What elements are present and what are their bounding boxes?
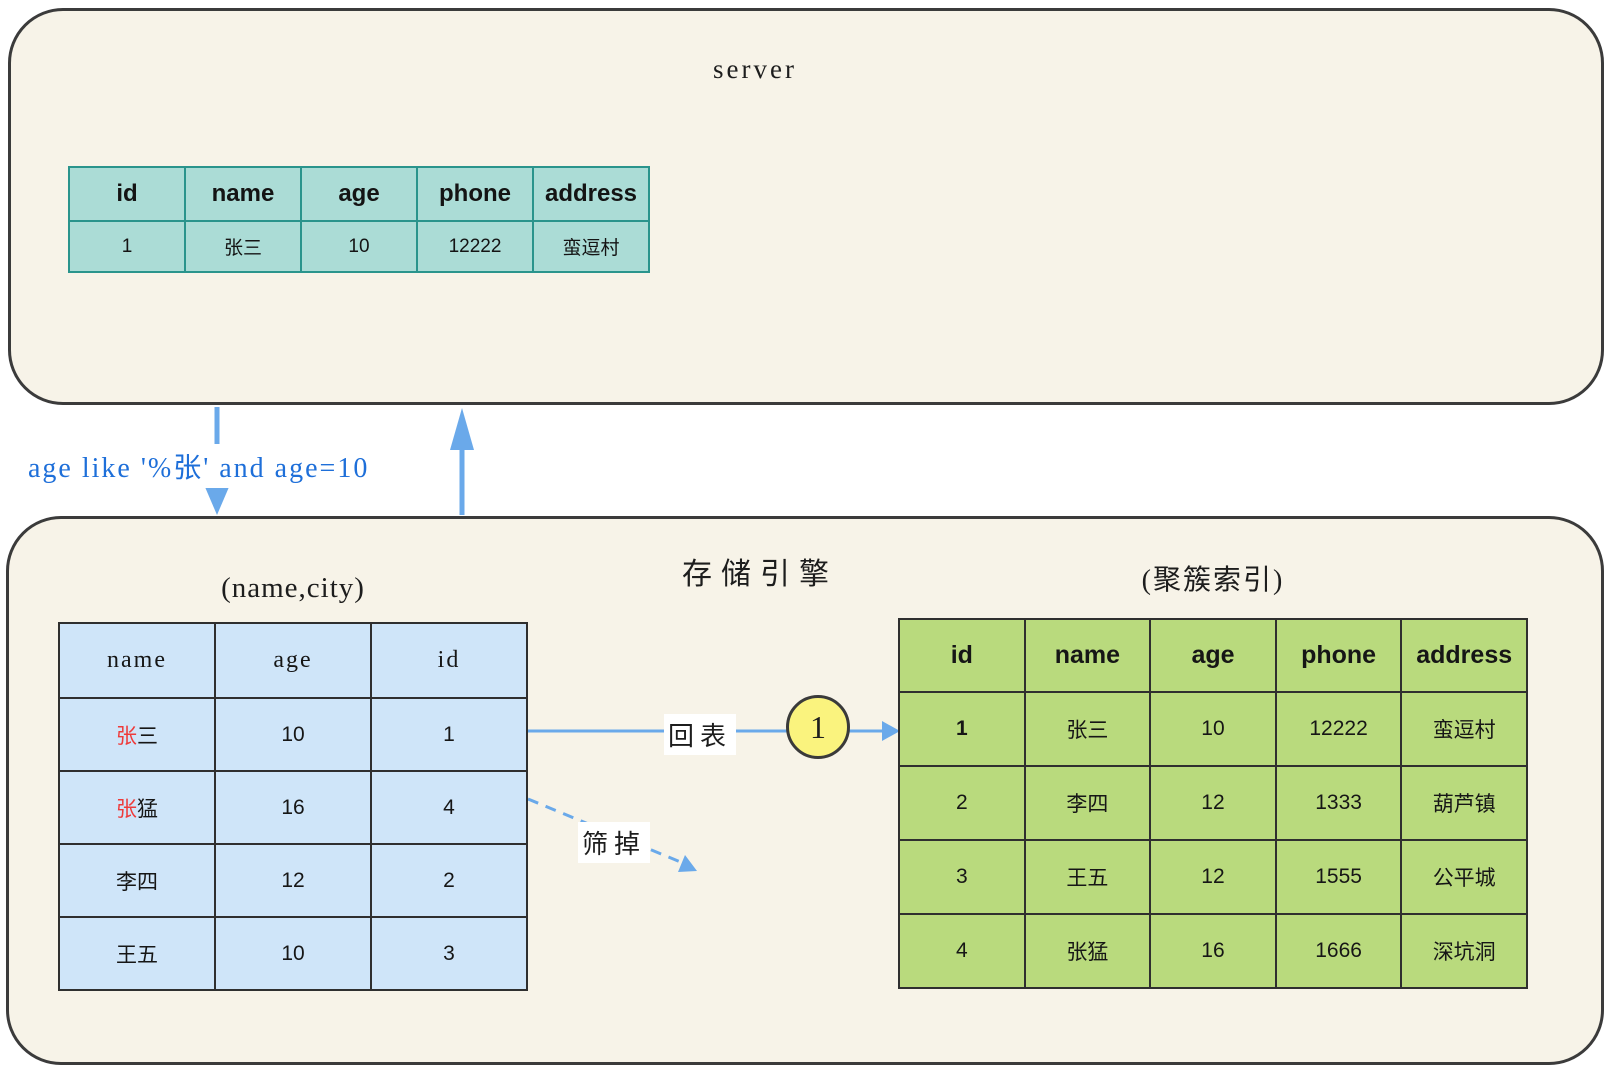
table-cell: 张三 xyxy=(58,697,216,772)
clustered-index-table: id name age phone address 1 张三 10 12222 … xyxy=(898,618,1528,989)
back-to-table-label: 回表 xyxy=(664,714,737,755)
table-row: 张猛 16 4 xyxy=(58,770,528,845)
name-rest: 王五 xyxy=(116,943,158,967)
table-header-row: id name age phone address xyxy=(68,166,650,222)
response-up-arrow xyxy=(450,408,474,515)
header-cell: name xyxy=(184,166,302,222)
header-cell: age xyxy=(214,622,372,699)
table-cell: 1 xyxy=(68,220,186,273)
header-cell: id xyxy=(898,618,1026,693)
table-cell: 王五 xyxy=(1023,839,1152,915)
table-cell: 张猛 xyxy=(58,770,216,845)
name-rest: 猛 xyxy=(137,797,158,821)
header-cell: id xyxy=(68,166,186,222)
filter-out-label: 筛掉 xyxy=(578,822,651,863)
table-row: 4 张猛 16 1666 深坑洞 xyxy=(898,913,1528,989)
header-cell: name xyxy=(1023,618,1152,693)
header-cell: id xyxy=(370,622,528,699)
name-rest: 李四 xyxy=(116,870,158,894)
table-cell: 12222 xyxy=(416,220,534,273)
table-cell: 王五 xyxy=(58,916,216,991)
table-row: 张三 10 1 xyxy=(58,697,528,772)
table-cell: 12 xyxy=(1149,839,1277,915)
table-cell: 10 xyxy=(214,916,372,991)
table-header-row: id name age phone address xyxy=(898,618,1528,693)
table-row: 3 王五 12 1555 公平城 xyxy=(898,839,1528,915)
name-rest: 三 xyxy=(137,724,158,748)
table-cell: 葫芦镇 xyxy=(1400,765,1528,841)
table-cell: 16 xyxy=(214,770,372,845)
table-cell: 李四 xyxy=(58,843,216,918)
table-cell: 公平城 xyxy=(1400,839,1528,915)
table-row: 李四 12 2 xyxy=(58,843,528,918)
header-cell: phone xyxy=(1274,618,1403,693)
table-cell: 深坑洞 xyxy=(1400,913,1528,989)
table-cell: 1666 xyxy=(1274,913,1403,989)
table-cell: 1 xyxy=(370,697,528,772)
header-cell: phone xyxy=(416,166,534,222)
table-cell: 1 xyxy=(898,691,1026,767)
header-cell: age xyxy=(1149,618,1277,693)
step-1-badge: 1 xyxy=(786,695,850,759)
table-cell: 2 xyxy=(370,843,528,918)
clustered-index-title: (聚簇索引) xyxy=(1141,565,1285,596)
table-header-row: name age id xyxy=(58,622,528,699)
table-cell: 4 xyxy=(370,770,528,845)
table-row: 2 李四 12 1333 葫芦镇 xyxy=(898,765,1528,841)
header-cell: address xyxy=(1400,618,1528,693)
header-cell: name xyxy=(58,622,216,699)
table-cell: 张三 xyxy=(1023,691,1152,767)
table-cell: 12222 xyxy=(1274,691,1403,767)
table-cell: 张猛 xyxy=(1023,913,1152,989)
secondary-index-table: name age id 张三 10 1 张猛 16 4 李四 12 2 王五 1… xyxy=(58,622,528,991)
table-cell: 16 xyxy=(1149,913,1277,989)
header-cell: age xyxy=(300,166,418,222)
table-cell: 1333 xyxy=(1274,765,1403,841)
server-result-table: id name age phone address 1 张三 10 12222 … xyxy=(68,166,650,273)
name-highlight: 张 xyxy=(116,724,137,748)
table-cell: 2 xyxy=(898,765,1026,841)
table-cell: 10 xyxy=(1149,691,1277,767)
table-cell: 10 xyxy=(300,220,418,273)
table-cell: 李四 xyxy=(1023,765,1152,841)
table-cell: 1555 xyxy=(1274,839,1403,915)
table-cell: 10 xyxy=(214,697,372,772)
table-row: 1 张三 10 12222 蛮逗村 xyxy=(68,220,650,273)
name-highlight: 张 xyxy=(116,797,137,821)
table-cell: 张三 xyxy=(184,220,302,273)
header-cell: address xyxy=(532,166,650,222)
server-title: server xyxy=(713,54,797,84)
table-cell: 3 xyxy=(370,916,528,991)
secondary-index-title: (name,city) xyxy=(221,572,365,604)
table-cell: 蛮逗村 xyxy=(1400,691,1528,767)
storage-engine-title: 存储引擎 xyxy=(682,558,838,591)
table-cell: 12 xyxy=(1149,765,1277,841)
table-row: 王五 10 3 xyxy=(58,916,528,991)
table-row: 1 张三 10 12222 蛮逗村 xyxy=(898,691,1528,767)
query-text: age like '%张' and age=10 xyxy=(22,444,376,488)
table-cell: 3 xyxy=(898,839,1026,915)
table-cell: 蛮逗村 xyxy=(532,220,650,273)
table-cell: 12 xyxy=(214,843,372,918)
table-cell: 4 xyxy=(898,913,1026,989)
